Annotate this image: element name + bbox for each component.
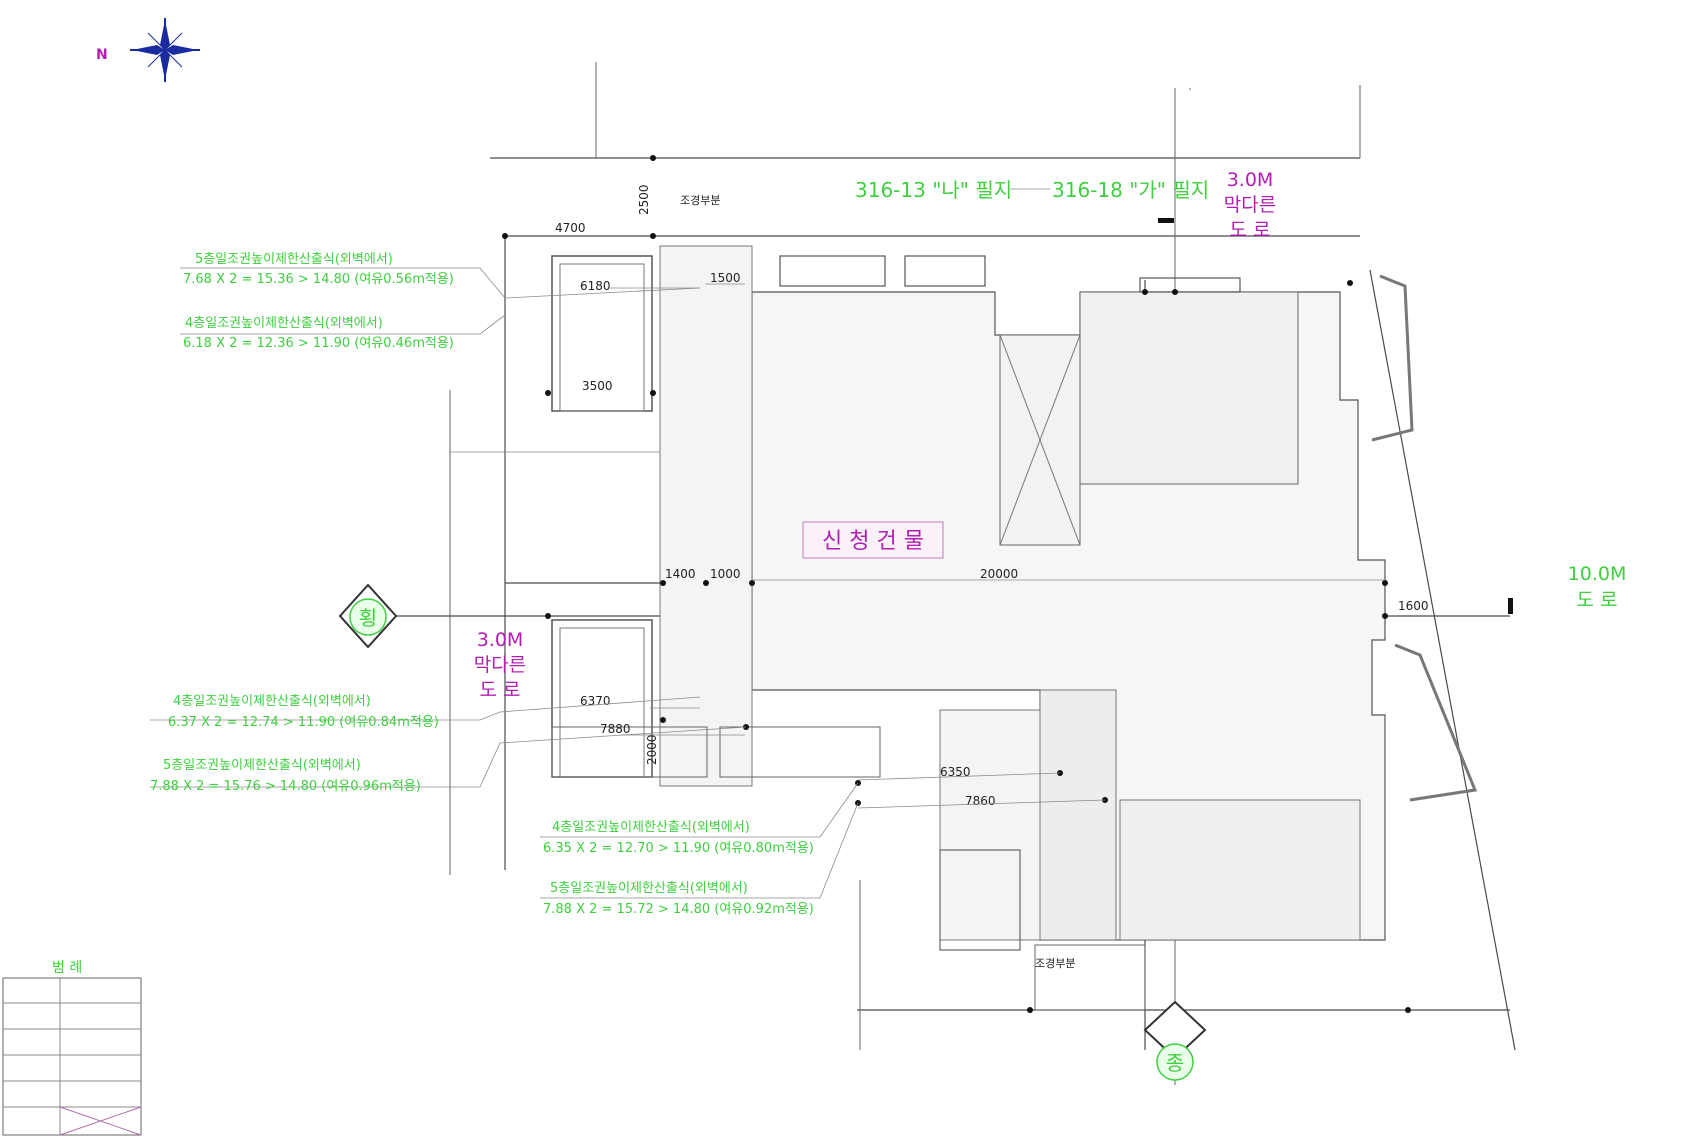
top-road-label: 3.0M 막다른 도 로: [1224, 169, 1276, 241]
top-parking-bays: [779, 255, 1241, 293]
leader-lines: [150, 267, 859, 899]
svg-text:1000: 1000: [710, 567, 741, 581]
svg-text:7.88 X 2 = 15.72 > 14.80 (여유0.: 7.88 X 2 = 15.72 > 14.80 (여유0.92m적용): [543, 902, 814, 917]
svg-text:5층일조권높이제한산출식(외벽에서): 5층일조권높이제한산출식(외벽에서): [550, 881, 748, 896]
svg-text:4700: 4700: [555, 221, 586, 235]
svg-text:6180: 6180: [580, 279, 611, 293]
road-end-marker-top: [1158, 218, 1174, 223]
bottom-wings: [939, 849, 1146, 1011]
svg-text:7860: 7860: [965, 794, 996, 808]
landscape-label-bottom: 조경부분: [1035, 957, 1075, 970]
svg-text:1600: 1600: [1398, 599, 1429, 613]
compass-rose-icon: [130, 18, 200, 82]
svg-text:도 로: 도 로: [1577, 589, 1618, 611]
right-lot-label: 316-18 "가" 필지: [1052, 178, 1209, 202]
svg-text:1500: 1500: [710, 271, 741, 285]
svg-text:막다른: 막다른: [474, 654, 526, 676]
main-building: [659, 245, 1386, 941]
svg-text:도 로: 도 로: [1230, 219, 1271, 241]
north-label: N: [96, 47, 108, 63]
svg-text:7.68 X 2 = 15.36 > 14.80 (여유0.: 7.68 X 2 = 15.36 > 14.80 (여유0.56m적용): [183, 272, 454, 287]
svg-text:1400: 1400: [665, 567, 696, 581]
left-wing-top: [551, 255, 653, 412]
svg-text:4층일조권높이제한산출식(외벽에서): 4층일조권높이제한산출식(외벽에서): [173, 694, 371, 709]
svg-text:3.0M: 3.0M: [1227, 169, 1274, 191]
svg-text:5층일조권높이제한산출식(외벽에서): 5층일조권높이제한산출식(외벽에서): [195, 252, 393, 267]
section-marker-horizontal: 횡: [338, 583, 398, 649]
svg-text:10.0M: 10.0M: [1568, 563, 1627, 585]
svg-text:6.18 X 2 = 12.36 > 11.90 (여유0.: 6.18 X 2 = 12.36 > 11.90 (여유0.46m적용): [183, 336, 454, 351]
svg-text:7880: 7880: [600, 722, 631, 736]
building-label: 신 청 건 물: [822, 529, 924, 554]
svg-text:막다른: 막다른: [1224, 194, 1276, 216]
legend-title: 범 례: [52, 960, 82, 976]
svg-text:7.88 X 2 = 15.76 > 14.80 (여유0.: 7.88 X 2 = 15.76 > 14.80 (여유0.96m적용): [150, 779, 421, 794]
annotation-top-left: 5층일조권높이제한산출식(외벽에서) 7.68 X 2 = 15.36 > 14…: [183, 252, 454, 351]
east-walls: [1371, 274, 1478, 802]
right-road-label: 10.0M 도 로: [1568, 563, 1627, 611]
svg-text:2500: 2500: [637, 184, 651, 215]
svg-text:종: 종: [1166, 1051, 1184, 1075]
legend-table: [2, 977, 142, 1136]
svg-text:4층일조권높이제한산출식(외벽에서): 4층일조권높이제한산출식(외벽에서): [185, 316, 383, 331]
left-lot-label: 316-13 "나" 필지: [855, 178, 1012, 202]
left-road-label: 3.0M 막다른 도 로: [474, 629, 526, 701]
left-wing-bottom: [551, 619, 881, 778]
section-marker-vertical: 종: [1143, 1000, 1207, 1081]
svg-text:6.37 X 2 = 12.74 > 11.90 (여유0.: 6.37 X 2 = 12.74 > 11.90 (여유0.84m적용): [168, 715, 439, 730]
svg-text:횡: 횡: [359, 606, 377, 630]
annotation-bottom-left: 4층일조권높이제한산출식(외벽에서) 6.37 X 2 = 12.74 > 11…: [150, 694, 439, 794]
dimension-labels: 4700 2500 6180 1500 3500 1400 1000 20000…: [555, 184, 1429, 808]
svg-text:3.0M: 3.0M: [477, 629, 524, 651]
svg-text:6.35 X 2 = 12.70 > 11.90 (여유0.: 6.35 X 2 = 12.70 > 11.90 (여유0.80m적용): [543, 841, 814, 856]
annotation-bottom-mid: 4층일조권높이제한산출식(외벽에서) 6.35 X 2 = 12.70 > 11…: [543, 820, 814, 917]
landscape-label-top: 조경부분: [680, 194, 720, 207]
road-end-marker-right: [1508, 598, 1513, 614]
svg-text:5층일조권높이제한산출식(외벽에서): 5층일조권높이제한산출식(외벽에서): [163, 758, 361, 773]
svg-text:4층일조권높이제한산출식(외벽에서): 4층일조권높이제한산출식(외벽에서): [552, 820, 750, 835]
svg-text:2000: 2000: [645, 734, 659, 765]
svg-text:6350: 6350: [940, 765, 971, 779]
svg-text:20000: 20000: [980, 567, 1018, 581]
svg-text:도 로: 도 로: [480, 679, 521, 701]
svg-text:3500: 3500: [582, 379, 613, 393]
